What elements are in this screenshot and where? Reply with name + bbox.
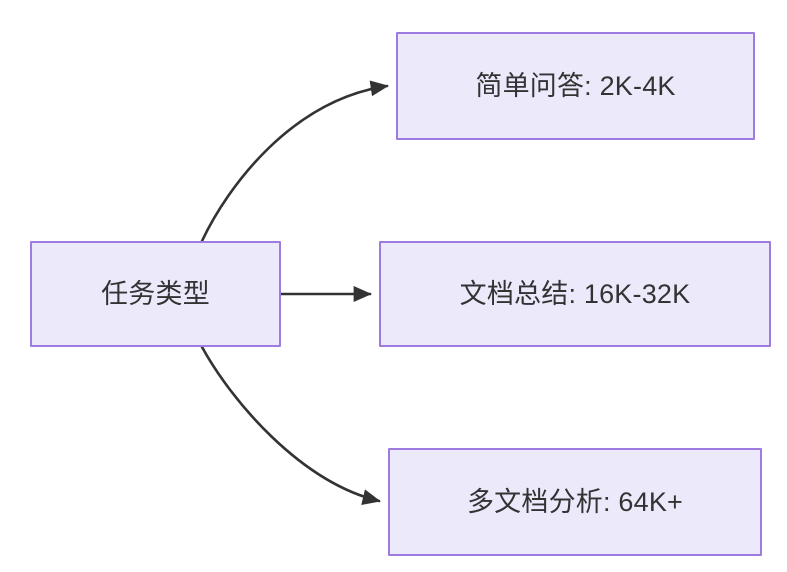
node-document-summary-label: 文档总结: 16K-32K xyxy=(459,278,691,309)
node-simple-qa-label: 简单问答: 2K-4K xyxy=(475,70,676,101)
node-multi-document-analysis-label: 多文档分析: 64K+ xyxy=(466,486,683,517)
node-simple-qa[interactable]: 简单问答: 2K-4K xyxy=(396,32,755,140)
node-task-type-label: 任务类型 xyxy=(101,278,210,309)
node-task-type[interactable]: 任务类型 xyxy=(30,241,281,347)
edge-root-to-multi-doc xyxy=(200,345,381,505)
node-multi-document-analysis[interactable]: 多文档分析: 64K+ xyxy=(388,448,762,556)
edge-root-to-simple-qa xyxy=(200,80,389,243)
node-document-summary[interactable]: 文档总结: 16K-32K xyxy=(379,241,771,347)
